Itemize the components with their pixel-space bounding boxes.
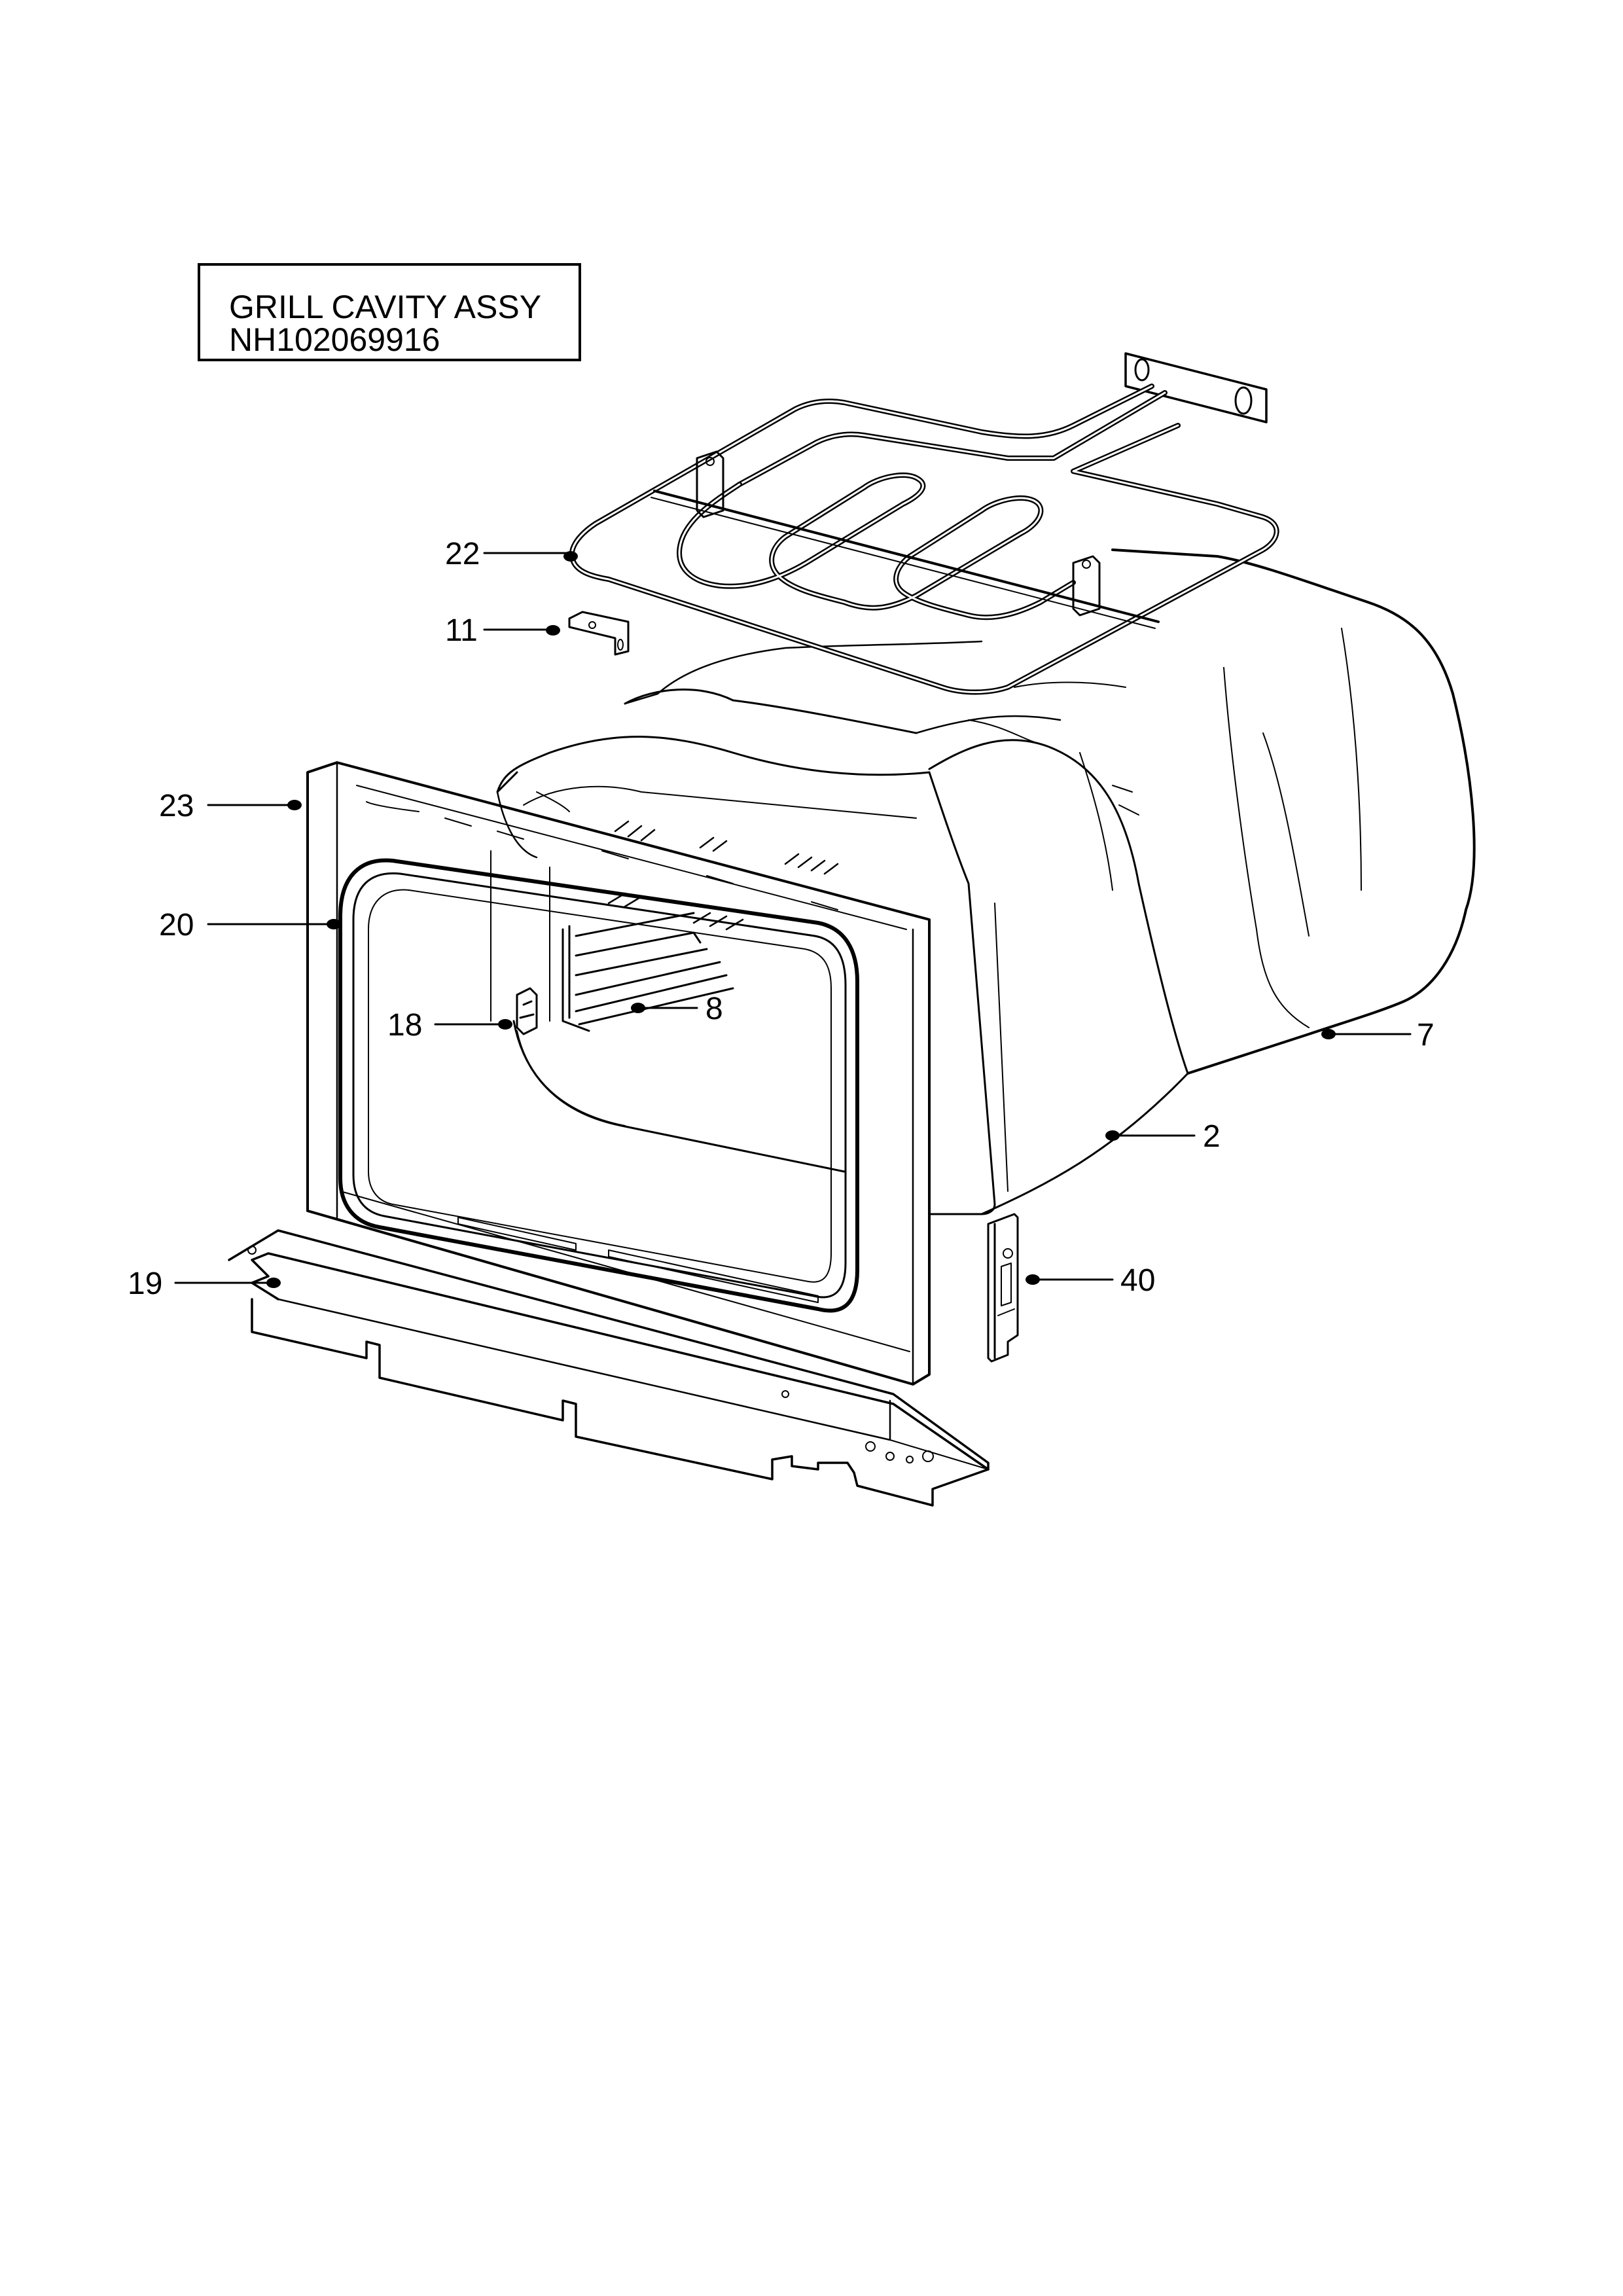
small-bracket (568, 611, 630, 656)
door-seal (338, 858, 859, 1313)
callout-18: 18 (387, 1008, 422, 1043)
leader-dots (266, 551, 1336, 1288)
callout-labels: 22 11 23 20 18 8 7 2 19 40 (128, 537, 1435, 1301)
callout-2: 2 (1203, 1119, 1221, 1154)
frame-slot (608, 1249, 819, 1303)
catch-clip (516, 987, 538, 1035)
callout-40: 40 (1120, 1263, 1155, 1298)
bottom-rail (228, 1229, 990, 1507)
callout-20: 20 (159, 908, 194, 942)
callout-8: 8 (705, 992, 723, 1026)
oven-cavity (490, 771, 1189, 1215)
insulation-blanket (496, 548, 1476, 1075)
callout-23: 23 (159, 789, 194, 823)
frame-slot (457, 1217, 577, 1251)
title-block: GRILL CAVITY ASSY NH102069916 (198, 263, 581, 361)
part-number: NH102069916 (229, 321, 440, 358)
callout-19: 19 (128, 1266, 162, 1301)
front-frame (306, 761, 931, 1386)
callout-11: 11 (445, 613, 478, 648)
switch-bracket (987, 1213, 1019, 1363)
leader-lines (174, 552, 1412, 1284)
callout-7: 7 (1417, 1018, 1435, 1052)
callout-22: 22 (445, 537, 480, 571)
assembly-name: GRILL CAVITY ASSY (229, 289, 542, 325)
grill-element (569, 352, 1279, 695)
